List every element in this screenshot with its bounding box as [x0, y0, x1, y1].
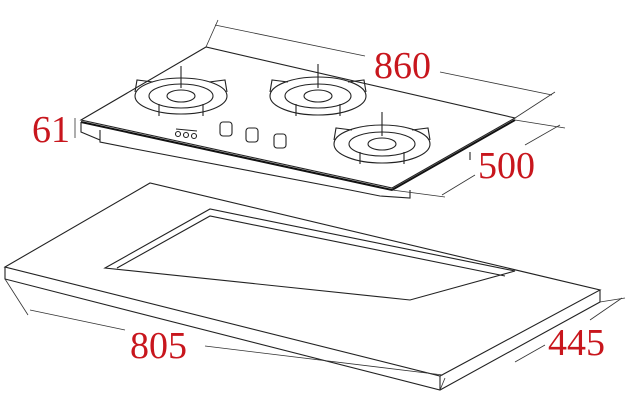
ignition-icons	[174, 128, 198, 140]
cutout-opening	[103, 208, 516, 301]
hob-glass-top	[79, 46, 517, 189]
countertop-cutout	[3, 182, 602, 391]
control-knob-1	[219, 121, 233, 137]
dimension-lines	[4, 19, 626, 391]
control-knob-2	[245, 127, 259, 143]
cutout-width-label: 805	[130, 325, 187, 367]
gas-hob	[79, 46, 517, 199]
burner-middle	[269, 64, 367, 116]
control-knob-3	[273, 133, 287, 149]
hob-width-label: 860	[374, 45, 431, 87]
burner-left	[134, 66, 228, 116]
hob-height-label: 61	[32, 109, 70, 151]
burner-right	[333, 112, 431, 164]
hob-depth-label: 500	[478, 145, 535, 187]
cutout-depth-label: 445	[548, 322, 605, 364]
